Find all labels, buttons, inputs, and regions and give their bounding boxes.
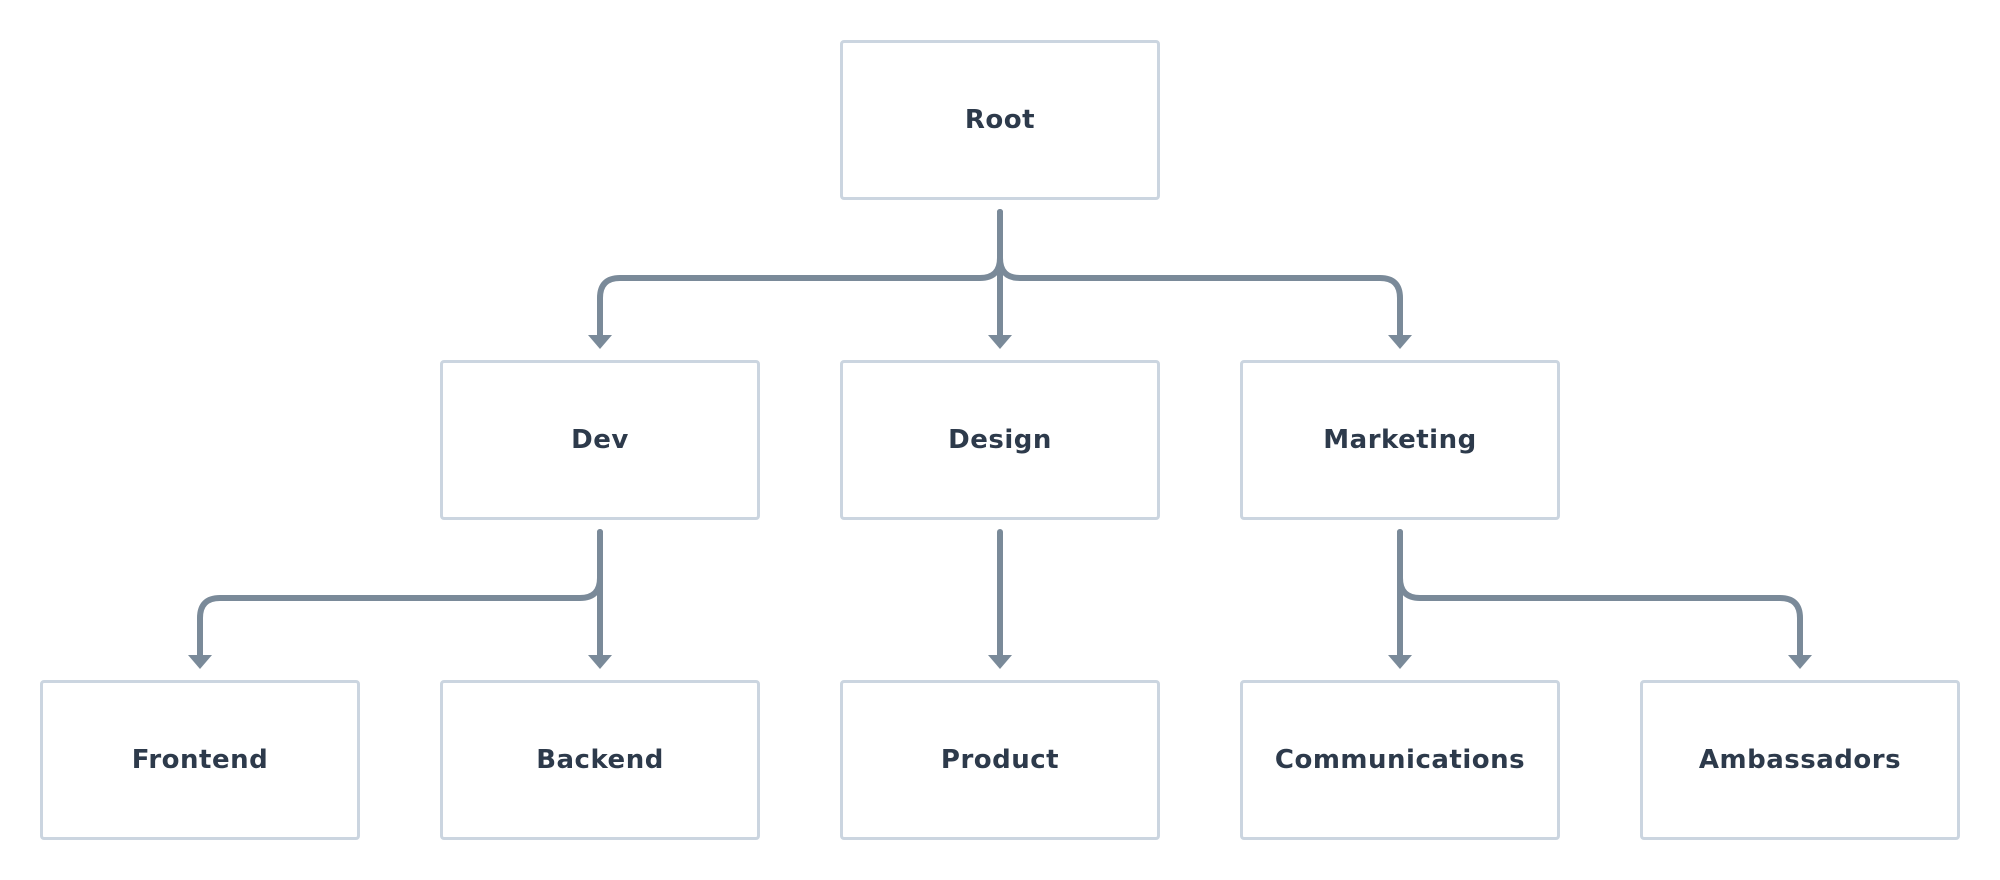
edge-dev-frontend [197,529,603,658]
node-dev-label: Dev [571,425,629,455]
node-frontend-label: Frontend [131,745,269,775]
arrowhead-design [988,335,1012,349]
node-marketing[interactable]: Marketing [1240,360,1560,520]
edge-marketing-ambassadors [1397,529,1803,658]
node-dev[interactable]: Dev [440,360,760,520]
node-ambassadors[interactable]: Ambassadors [1640,680,1960,840]
arrowhead-marketing [1388,335,1412,349]
node-communications[interactable]: Communications [1240,680,1560,840]
arrowhead-backend [588,655,612,669]
node-root-label: Root [964,105,1036,135]
node-product-label: Product [940,745,1060,775]
node-communications-label: Communications [1274,745,1526,775]
arrowhead-frontend [188,655,212,669]
node-backend-label: Backend [536,745,664,775]
node-root[interactable]: Root [840,40,1160,200]
node-product[interactable]: Product [840,680,1160,840]
arrowhead-dev [588,335,612,349]
node-marketing-label: Marketing [1323,425,1477,455]
arrowhead-product [988,655,1012,669]
arrowhead-ambassadors [1788,655,1812,669]
node-ambassadors-label: Ambassadors [1698,745,1902,775]
node-backend[interactable]: Backend [440,680,760,840]
edge-root-marketing [997,209,1403,338]
node-design[interactable]: Design [840,360,1160,520]
edge-root-dev [597,209,1003,338]
arrowhead-communications [1388,655,1412,669]
node-frontend[interactable]: Frontend [40,680,360,840]
node-design-label: Design [948,425,1052,455]
